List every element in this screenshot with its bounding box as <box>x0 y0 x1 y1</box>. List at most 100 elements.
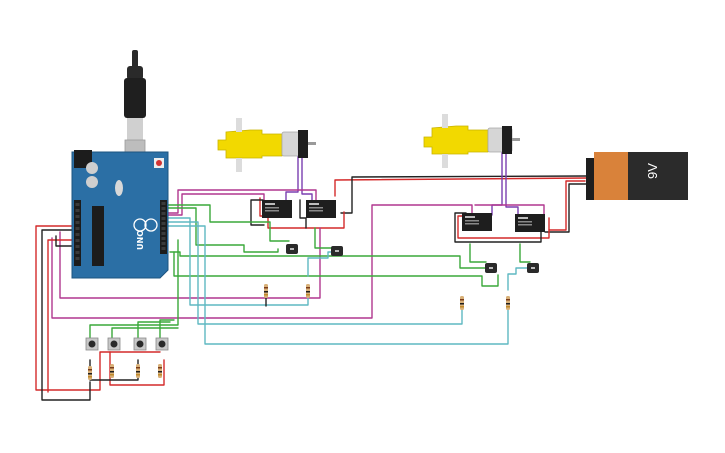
wire-motor-1-b[interactable] <box>301 153 313 203</box>
usb-plug-body <box>124 78 146 118</box>
wire-green-btn-4[interactable] <box>159 319 175 341</box>
transistor-marking <box>335 250 339 252</box>
relay-marking-2 <box>265 207 279 209</box>
relay-marking <box>465 216 475 218</box>
wire-magenta-5[interactable] <box>474 204 545 218</box>
wire-green-2[interactable] <box>167 207 279 253</box>
capacitor-icon <box>86 162 98 174</box>
pushbutton-4[interactable] <box>155 337 169 351</box>
wire-cyan-4[interactable] <box>307 251 337 277</box>
motor-tip <box>512 138 520 141</box>
relay-3[interactable] <box>462 213 492 231</box>
relay-marking <box>518 217 528 219</box>
wire-battery-positive[interactable] <box>334 177 589 197</box>
wire-relay-left-black-2[interactable] <box>299 199 307 229</box>
relay-body <box>515 214 545 232</box>
relay-marking-3 <box>518 224 532 226</box>
analog-header[interactable] <box>74 200 81 266</box>
relay-marking <box>265 203 275 205</box>
battery-9v[interactable]: 9V <box>586 152 688 200</box>
wire-motor-2-b[interactable] <box>505 151 519 216</box>
relay-1[interactable] <box>262 200 292 218</box>
pushbutton-3[interactable] <box>133 337 147 351</box>
transistor-marking <box>290 248 294 250</box>
relay-marking-3 <box>465 223 479 225</box>
wire-red-btn-3[interactable] <box>47 239 81 393</box>
motor-gearbox <box>217 129 283 159</box>
transistor-3[interactable] <box>485 263 497 273</box>
wire-green-ground-buttons[interactable] <box>89 239 179 341</box>
motor-shaft-2 <box>442 154 448 168</box>
pushbutton-cap <box>136 340 144 348</box>
wire-magenta-4[interactable] <box>51 204 473 319</box>
atmega-chip <box>92 206 104 266</box>
power-jack <box>74 150 92 168</box>
wire-battery-negative[interactable] <box>340 175 589 214</box>
wire-green-btn-2[interactable] <box>111 327 179 341</box>
usb-plug-top <box>127 66 143 80</box>
transistor-marking <box>489 267 493 269</box>
wire-battery-positive-2[interactable] <box>548 180 586 231</box>
relay-2[interactable] <box>306 200 336 218</box>
relay-body <box>462 213 492 231</box>
resistor-3[interactable] <box>460 296 464 310</box>
wire-cyan-2[interactable] <box>167 221 463 325</box>
wire-magenta-1[interactable] <box>167 189 317 214</box>
resistor-7[interactable] <box>136 364 140 378</box>
motor-shaft <box>236 118 242 132</box>
usb-cable[interactable] <box>124 50 146 157</box>
wire-relay-left-black[interactable] <box>250 199 265 226</box>
capacitor-icon-2 <box>86 176 98 188</box>
wire-green-7[interactable] <box>173 251 499 287</box>
wire-green-6[interactable] <box>519 243 531 263</box>
pushbutton-1[interactable] <box>85 337 99 351</box>
resistor-5[interactable] <box>88 366 92 380</box>
wire-relay-right-red[interactable] <box>457 215 550 239</box>
transistor-4[interactable] <box>527 263 539 273</box>
relay-4[interactable] <box>515 214 545 232</box>
resistor-1[interactable] <box>264 284 268 298</box>
dc-motor-2[interactable] <box>423 114 520 168</box>
dc-motor-1[interactable] <box>217 118 316 172</box>
wire-black-buttons[interactable] <box>41 229 91 401</box>
arduino-board[interactable]: UNO <box>71 150 169 279</box>
battery-copper-band <box>594 152 628 200</box>
wire-cyan-3[interactable] <box>167 225 509 345</box>
motor-endcap <box>298 130 308 158</box>
relay-marking-3 <box>265 210 279 212</box>
wire-green-3[interactable] <box>314 227 333 249</box>
motor-shaft <box>442 114 448 128</box>
transistor-1[interactable] <box>286 244 298 254</box>
relay-marking-2 <box>465 220 479 222</box>
wire-green-1[interactable] <box>167 204 290 242</box>
wire-motor-1-a[interactable] <box>285 153 299 203</box>
battery-body <box>628 152 688 200</box>
wire-magenta-2[interactable] <box>167 193 265 216</box>
board-label: UNO <box>136 230 145 250</box>
pushbutton-cap <box>88 340 96 348</box>
wires <box>35 151 589 401</box>
relay-body <box>262 200 292 218</box>
reset-button-cap <box>156 160 162 166</box>
digital-header[interactable] <box>160 200 167 254</box>
relay-body <box>306 200 336 218</box>
wire-relay-right-black[interactable] <box>454 212 542 243</box>
resistor-4[interactable] <box>506 296 510 310</box>
wire-battery-negative-2[interactable] <box>544 183 589 233</box>
pushbutton-cap <box>110 340 118 348</box>
usb-plug-metal <box>127 118 143 140</box>
wire-cyan-1[interactable] <box>167 217 309 306</box>
usb-cable-tail <box>132 50 138 70</box>
wire-green-5[interactable] <box>469 243 487 263</box>
pushbutton-2[interactable] <box>107 337 121 351</box>
relay-marking-2 <box>518 221 532 223</box>
arduino-logo-icon-2 <box>144 218 158 232</box>
resistor-8[interactable] <box>158 364 162 378</box>
wire-cyan-5[interactable] <box>507 267 531 291</box>
transistor-marking <box>531 267 535 269</box>
resistor-6[interactable] <box>110 364 114 378</box>
motor-endcap <box>502 126 512 154</box>
resistor-2[interactable] <box>306 284 310 298</box>
transistor-2[interactable] <box>331 246 343 256</box>
